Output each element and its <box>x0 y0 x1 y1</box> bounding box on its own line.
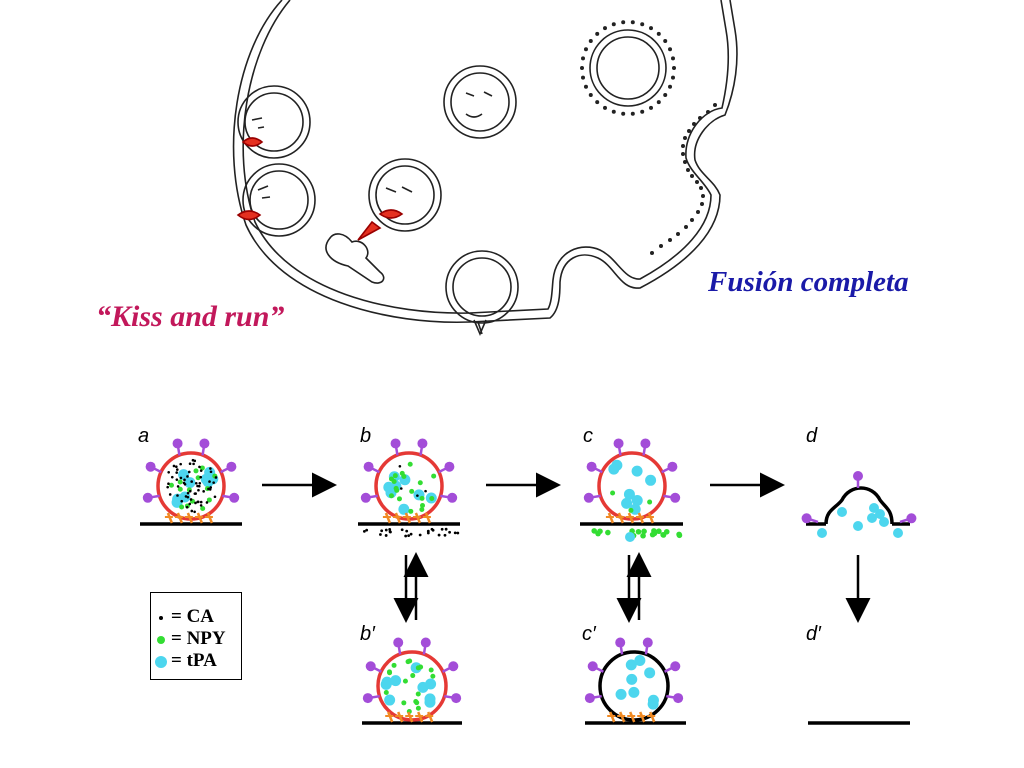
rocket-icon <box>357 220 382 241</box>
cell-cartoon <box>232 0 738 337</box>
panel-label-b-prime: b′ <box>360 623 376 645</box>
vesicle-kiss-2 <box>236 163 316 237</box>
dots-ring <box>580 20 676 116</box>
vesicle-face <box>443 65 517 139</box>
vesicle-a <box>142 438 240 524</box>
plasma-membranes <box>140 522 910 725</box>
vesicle-b-prime <box>362 637 462 723</box>
legend-tpa-label: = tPA <box>171 650 217 671</box>
cell-membrane <box>232 0 738 324</box>
npy-dot <box>157 635 165 644</box>
vesicle-rocket <box>325 158 442 284</box>
panel-label-d: d <box>806 425 818 447</box>
legend-npy: = NPY <box>155 629 226 649</box>
legend-ca-label: = CA <box>171 606 215 627</box>
tpa-dot <box>155 655 167 668</box>
lips-icon <box>241 137 264 147</box>
released-npy <box>591 528 683 542</box>
hand-icon <box>325 233 385 284</box>
panel-label-c: c <box>583 425 593 447</box>
lips-icon <box>378 209 404 219</box>
legend: = CA = NPY = tPA <box>150 592 242 680</box>
panel-label-a: a <box>138 425 149 447</box>
kiss-and-run-caption: “Kiss and run” <box>96 300 285 333</box>
vesicle-dotted <box>589 29 667 107</box>
vesicle-b <box>360 438 458 524</box>
legend-npy-label: = NPY <box>171 628 226 649</box>
vesicle-c-prime <box>584 637 684 723</box>
panel-label-b: b <box>360 425 371 447</box>
vesicle-kiss-1 <box>237 85 311 159</box>
fusion-schematic: a b c d b′ c′ d′ <box>138 425 917 725</box>
full-fusion-caption: Fusión completa <box>708 266 909 298</box>
legend-ca: = CA <box>155 607 214 627</box>
vesicle-c <box>583 438 681 524</box>
lips-icon <box>236 210 262 221</box>
ca-dot <box>159 615 163 620</box>
vesicle-d <box>801 471 917 538</box>
released-ca <box>362 527 460 538</box>
dots-membrane <box>650 103 717 255</box>
arrows <box>262 472 871 623</box>
panel-label-c-prime: c′ <box>582 623 597 645</box>
legend-tpa: = tPA <box>155 651 217 671</box>
vesicle-docked <box>445 250 519 337</box>
panel-label-d-prime: d′ <box>806 623 822 645</box>
